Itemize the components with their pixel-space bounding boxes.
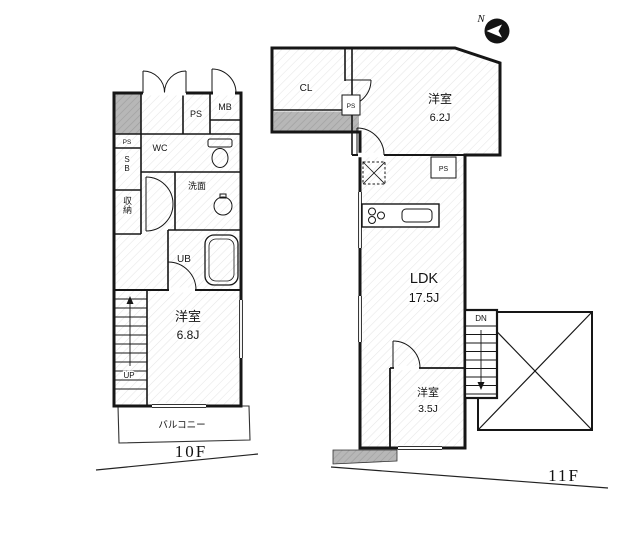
storage-label: 収納	[122, 195, 132, 215]
floor-label-11f: 11F	[548, 466, 580, 485]
outline-11f	[270, 46, 502, 450]
outline-10f	[112, 91, 243, 408]
toilet-icon	[207, 138, 233, 168]
ground-line-11f	[330, 466, 609, 489]
floorplan-10f: バルコニー	[95, 68, 259, 471]
ground-line-10f	[95, 453, 259, 471]
shoe-box-label: SB	[123, 155, 132, 173]
unit-bath-label: UB	[177, 254, 191, 265]
stove-burner-icon	[368, 207, 376, 216]
compass-arrow	[486, 24, 502, 38]
ps-upper-label: PS	[347, 103, 356, 110]
windows-10f	[152, 300, 244, 409]
kitchen-counter-icon	[361, 203, 440, 228]
compass-north-label: N	[476, 13, 485, 25]
stairs-up-10f: UP	[114, 296, 147, 390]
stairs-down-label: DN	[475, 314, 487, 323]
stairs-up-arrowhead	[126, 296, 134, 304]
washroom-label: 洗面	[188, 180, 206, 191]
ps-shaft-label: PS	[123, 139, 132, 146]
door-gaps-11f	[358, 152, 419, 371]
balcony-10f: バルコニー	[117, 405, 251, 444]
kitchen-sink-icon	[401, 208, 433, 223]
sink-icon	[213, 193, 233, 216]
stove-burner-icon	[368, 216, 376, 224]
bedroom-10f-size: 6.8J	[177, 328, 200, 342]
stairs-up-label: UP	[123, 371, 134, 380]
wc-label: WC	[153, 143, 168, 153]
windows-11f	[357, 192, 442, 451]
stairs-down-arrowhead	[477, 382, 485, 390]
ps-meter-label: PS	[190, 109, 202, 119]
bedroom-10f-name: 洋室	[175, 309, 201, 324]
floor-label-10f: 10F	[175, 442, 207, 461]
ps-upper-box	[341, 94, 361, 116]
entry-porch-10f	[115, 94, 141, 134]
compass-icon: N	[476, 13, 510, 44]
bedroom2-11f-size: 3.5J	[418, 403, 438, 415]
closet-label: CL	[300, 83, 313, 94]
stove-burner-icon	[377, 211, 385, 220]
ps-lower-box	[430, 156, 457, 179]
balcony-label: バルコニー	[158, 420, 205, 431]
bedroom1-11f-size: 6.2J	[430, 112, 451, 124]
door-arcs-10f	[142, 68, 237, 291]
ps-lower-label: PS	[439, 166, 449, 173]
stairs-down-11f: DN	[463, 308, 499, 400]
bathtub-icon	[204, 234, 239, 286]
bedroom1-11f-name: 洋室	[428, 91, 452, 106]
bedroom2-11f-name: 洋室	[417, 385, 439, 399]
ldk-size: 17.5J	[409, 291, 440, 305]
ldk-name: LDK	[410, 271, 439, 287]
stairwell-corridor-11f	[274, 111, 359, 131]
interior-walls-10f	[114, 93, 241, 406]
refrigerator-space-marker	[362, 161, 386, 185]
mb-meter-label: MB	[218, 102, 232, 112]
floorplan-11f: DN	[270, 46, 609, 489]
door-gaps-10f	[143, 90, 235, 293]
balcony-strip-11f	[332, 449, 398, 465]
